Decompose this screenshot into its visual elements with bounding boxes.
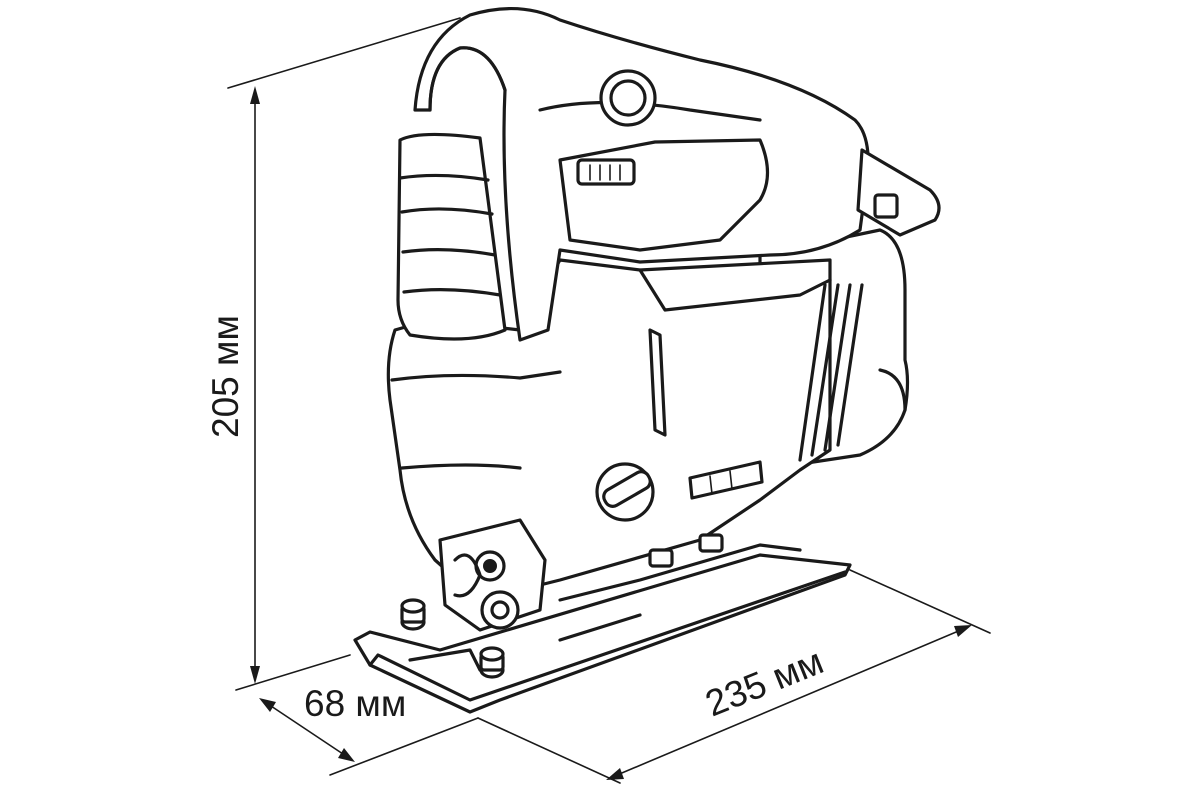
front-grip	[396, 132, 507, 341]
length-dimension-line	[609, 626, 969, 779]
arrow-right-icon	[338, 748, 355, 762]
side-plate-top	[638, 268, 832, 312]
width-dimension: 68 мм	[259, 683, 479, 776]
cord-guard	[856, 148, 941, 237]
arrow-up-icon	[250, 86, 260, 104]
base-plate-slot	[408, 648, 482, 672]
vent-slot	[798, 283, 827, 462]
width-dimension-line	[261, 699, 353, 761]
vent-slot	[836, 283, 864, 447]
jigsaw-illustration	[353, 7, 941, 714]
base-plate-edge	[368, 570, 847, 702]
main-body	[386, 258, 832, 602]
base-plate-ridge	[558, 543, 802, 602]
height-dimension: 205 мм	[205, 17, 461, 691]
arrow-left-icon	[606, 768, 624, 780]
grip-ridge	[401, 248, 497, 257]
length-extension-front	[477, 717, 621, 784]
height-extension-top	[227, 17, 461, 89]
lever-notch	[709, 475, 713, 495]
bevel-lever	[688, 460, 764, 500]
height-extension-bottom	[235, 654, 351, 691]
grip-ridge	[400, 207, 494, 216]
motor-cap-line	[878, 368, 907, 412]
body-band-line	[390, 370, 562, 382]
clamp-lever	[453, 553, 482, 598]
height-label: 205 мм	[205, 315, 246, 438]
body-lower-line	[400, 463, 522, 470]
grip-ridge	[402, 288, 502, 297]
grip-ridge	[398, 173, 490, 182]
base-nub	[698, 533, 724, 553]
lever-notch	[729, 470, 733, 490]
vent-slot	[810, 283, 840, 457]
length-label: 235 мм	[700, 640, 829, 724]
width-extension-front	[329, 717, 479, 776]
arrow-left-icon	[259, 698, 276, 712]
base-screw	[479, 646, 505, 679]
speed-wheel	[576, 158, 636, 186]
guide-roller-center	[490, 600, 510, 620]
base-plate-slot	[558, 613, 642, 642]
selector-lever	[602, 470, 652, 508]
clamp-screw-center	[483, 559, 497, 573]
width-label: 68 мм	[304, 683, 406, 724]
lock-button-inner	[609, 79, 647, 117]
side-slot	[648, 328, 667, 437]
base-screw	[400, 598, 426, 631]
length-extension-back	[849, 569, 991, 634]
cord-plug	[873, 193, 899, 219]
arrow-down-icon	[250, 666, 260, 684]
arrow-right-icon	[954, 625, 972, 637]
vent-slot	[823, 283, 852, 452]
base-plate	[353, 553, 852, 714]
handle-inner-line	[428, 46, 507, 112]
base-nub	[648, 548, 674, 568]
